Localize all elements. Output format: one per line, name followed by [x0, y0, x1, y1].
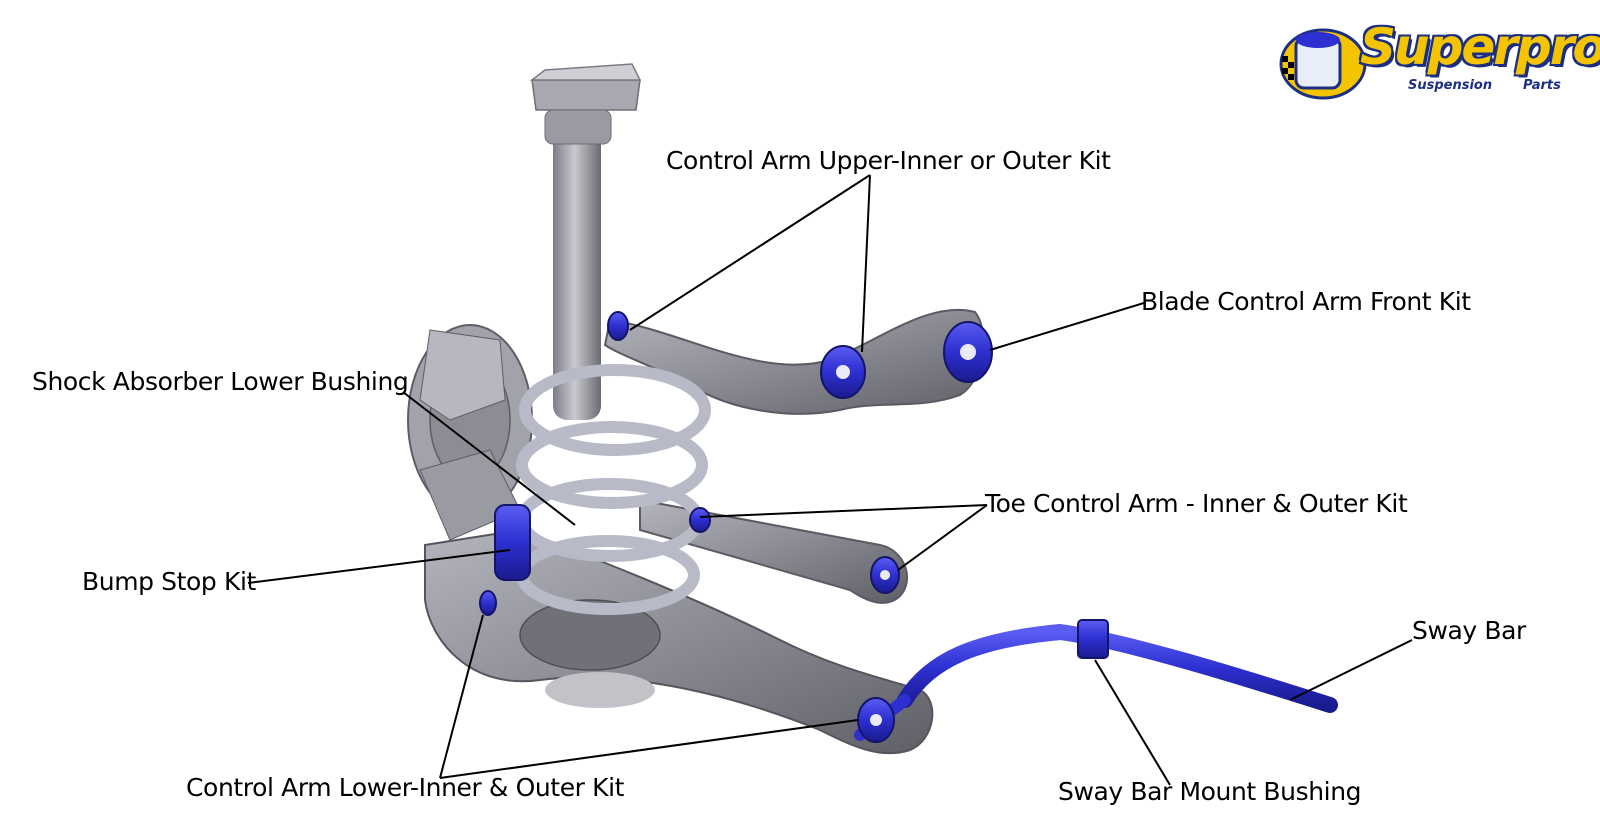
bushing-upper-outer — [607, 311, 629, 341]
superpro-logo: Superpro Suspension Parts — [1278, 18, 1600, 106]
upper-control-arm — [603, 308, 985, 415]
shock-absorber — [529, 63, 642, 420]
bushing-toe-inner — [689, 507, 711, 533]
bushing-lower-inner — [479, 590, 497, 616]
label-control-arm-lower: Control Arm Lower-Inner & Outer Kit — [186, 773, 625, 802]
bushings — [479, 311, 1109, 743]
bushing-centers — [836, 344, 976, 726]
label-sway-bar-mount-bushing: Sway Bar Mount Bushing — [1058, 777, 1362, 806]
logo-wordmark: Superpro — [1360, 18, 1600, 76]
bushing-logo-icon — [1279, 28, 1367, 100]
logo-subtitle-right: Parts — [1523, 78, 1561, 93]
bump-stop — [494, 504, 531, 581]
lower-control-arm — [424, 528, 934, 755]
label-control-arm-upper: Control Arm Upper-Inner or Outer Kit — [666, 146, 1111, 175]
leader-lines — [247, 174, 1413, 786]
logo-subtitle-left: Suspension — [1408, 78, 1493, 93]
label-sway-bar: Sway Bar — [1412, 616, 1526, 645]
sway-bar-mount — [1077, 619, 1109, 659]
label-shock-absorber-lower-bushing: Shock Absorber Lower Bushing — [32, 367, 409, 396]
label-blade-control-arm: Blade Control Arm Front Kit — [1141, 287, 1471, 316]
label-bump-stop-kit: Bump Stop Kit — [82, 567, 256, 596]
label-toe-control-arm: Toe Control Arm - Inner & Outer Kit — [985, 489, 1408, 518]
